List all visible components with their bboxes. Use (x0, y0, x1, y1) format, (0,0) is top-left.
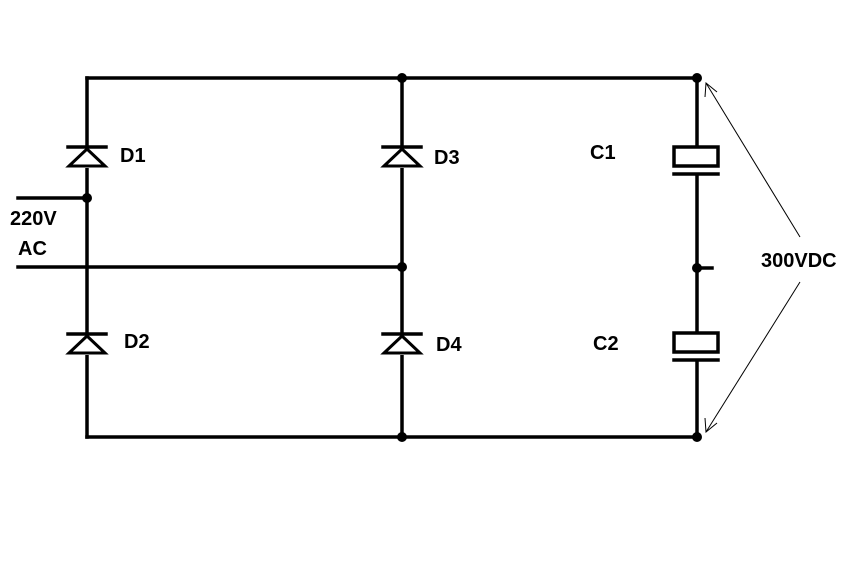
junction-dot (397, 262, 407, 272)
junction-nodes (82, 73, 702, 442)
junction-dot (692, 432, 702, 442)
diode-d2 (65, 332, 109, 355)
label-input-voltage: 220V (10, 208, 57, 230)
label-d3: D3 (434, 147, 460, 169)
arrow-head-top (704, 82, 718, 98)
label-output-voltage: 300VDC (761, 250, 837, 272)
capacitor-c2 (672, 331, 720, 362)
junction-dot (692, 73, 702, 83)
diode-d4 (380, 332, 424, 355)
label-input-ac: AC (18, 238, 47, 260)
capacitor-c1 (672, 145, 720, 176)
label-c1: C1 (590, 142, 616, 164)
output-voltage-arrows (704, 82, 801, 433)
label-d1: D1 (120, 145, 146, 167)
arrow-line-top (705, 82, 801, 238)
label-d2: D2 (124, 331, 150, 353)
label-c2: C2 (593, 333, 619, 355)
junction-dot (397, 73, 407, 83)
wires (16, 76, 714, 439)
junction-dot (397, 432, 407, 442)
arrow-line-bottom (705, 281, 801, 433)
diode-d3 (380, 145, 424, 168)
diode-d1 (65, 145, 109, 168)
junction-dot (692, 263, 702, 273)
junction-dot (82, 193, 92, 203)
arrow-head-bottom (704, 417, 718, 433)
label-d4: D4 (436, 334, 462, 356)
